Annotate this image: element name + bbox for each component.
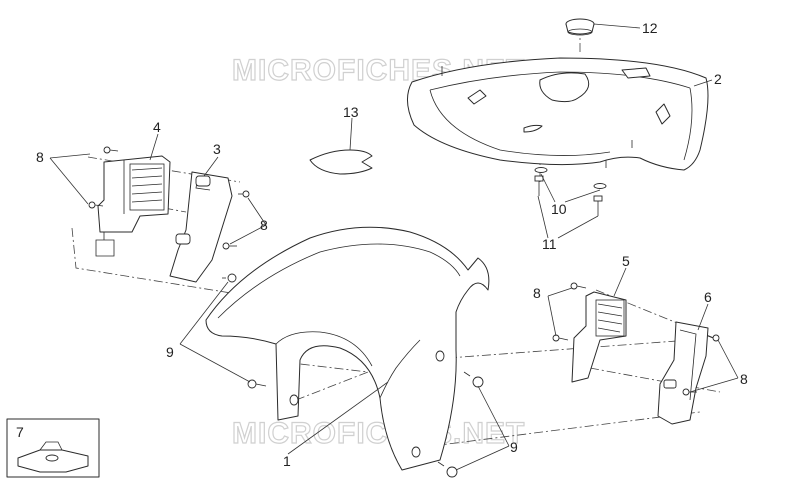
callout-9-left: 9 xyxy=(166,344,174,360)
part-right-panel xyxy=(657,321,709,425)
part-screws-10-11 xyxy=(534,167,607,216)
callout-6: 6 xyxy=(704,289,712,305)
leader-lines xyxy=(49,23,739,471)
callout-8-right-bottom: 8 xyxy=(740,371,748,387)
callout-9-right: 9 xyxy=(510,439,518,455)
part-screws-9 xyxy=(222,273,484,478)
callout-13: 13 xyxy=(343,104,359,120)
watermark-bottom: MICROFICHES.NET xyxy=(232,417,525,450)
callout-8-left-mid: 8 xyxy=(260,217,268,233)
part-grommet xyxy=(565,18,595,36)
callout-8-left-top: 8 xyxy=(36,149,44,165)
callout-8-right-top: 8 xyxy=(533,285,541,301)
inset-box-part-7 xyxy=(6,418,100,478)
part-screws-left xyxy=(88,146,250,250)
callout-1: 1 xyxy=(283,453,291,469)
callout-4: 4 xyxy=(153,119,161,135)
callout-3: 3 xyxy=(213,141,221,157)
part-left-panel xyxy=(169,171,233,283)
part-front-mudguard xyxy=(205,226,490,471)
part-left-bracket xyxy=(95,155,171,257)
callout-2: 2 xyxy=(714,71,722,87)
callout-10: 10 xyxy=(551,201,567,217)
part-right-bracket xyxy=(571,291,627,383)
callout-11: 11 xyxy=(542,236,557,252)
callouts: 1 2 3 4 5 6 7 8 8 8 8 9 9 10 11 12 13 xyxy=(16,20,748,469)
part-tail-cover xyxy=(407,57,709,171)
part-decal xyxy=(309,149,373,175)
callout-7: 7 xyxy=(16,424,24,440)
callout-12: 12 xyxy=(642,20,658,36)
part-screws-right xyxy=(552,282,720,396)
callout-5: 5 xyxy=(622,253,630,269)
